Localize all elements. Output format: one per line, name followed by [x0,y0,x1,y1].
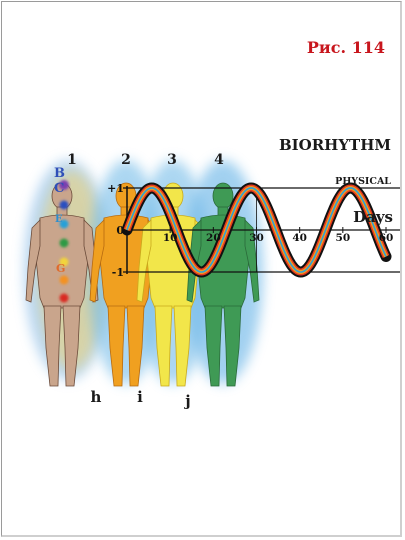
y-tick-label: +1 [107,182,124,195]
bottom-letter: i [137,388,143,406]
person-number: 1 [67,152,77,168]
chakra-letter: G [56,262,65,275]
x-tick-label: 60 [379,232,394,244]
bottom-letter: h [91,388,102,406]
x-tick-label: 10 [163,232,178,244]
chakra-letter: E [55,214,63,225]
x-tick-label: 50 [336,232,351,244]
chakra-dot [60,201,69,210]
chakra-dot [60,294,69,303]
chakra-dot [60,276,69,285]
chakra-letter: C [54,181,64,196]
person-number: 4 [214,152,224,168]
chart-title: BIORHYTHM [279,136,391,154]
chakra-letter: B [54,166,65,181]
person-number: 3 [167,152,177,168]
y-tick-label: -1 [112,266,124,279]
bottom-letter: j [183,392,190,410]
x-tick-label: 40 [292,232,307,244]
person-number: 2 [121,152,131,168]
x-tick-label: 30 [249,232,264,244]
chakra-dot [60,239,69,248]
axis-title: Days [353,208,393,226]
x-tick-label: 20 [206,232,221,244]
y-tick-label: 0 [116,224,124,237]
series-label: PHYSICAL [335,176,391,187]
